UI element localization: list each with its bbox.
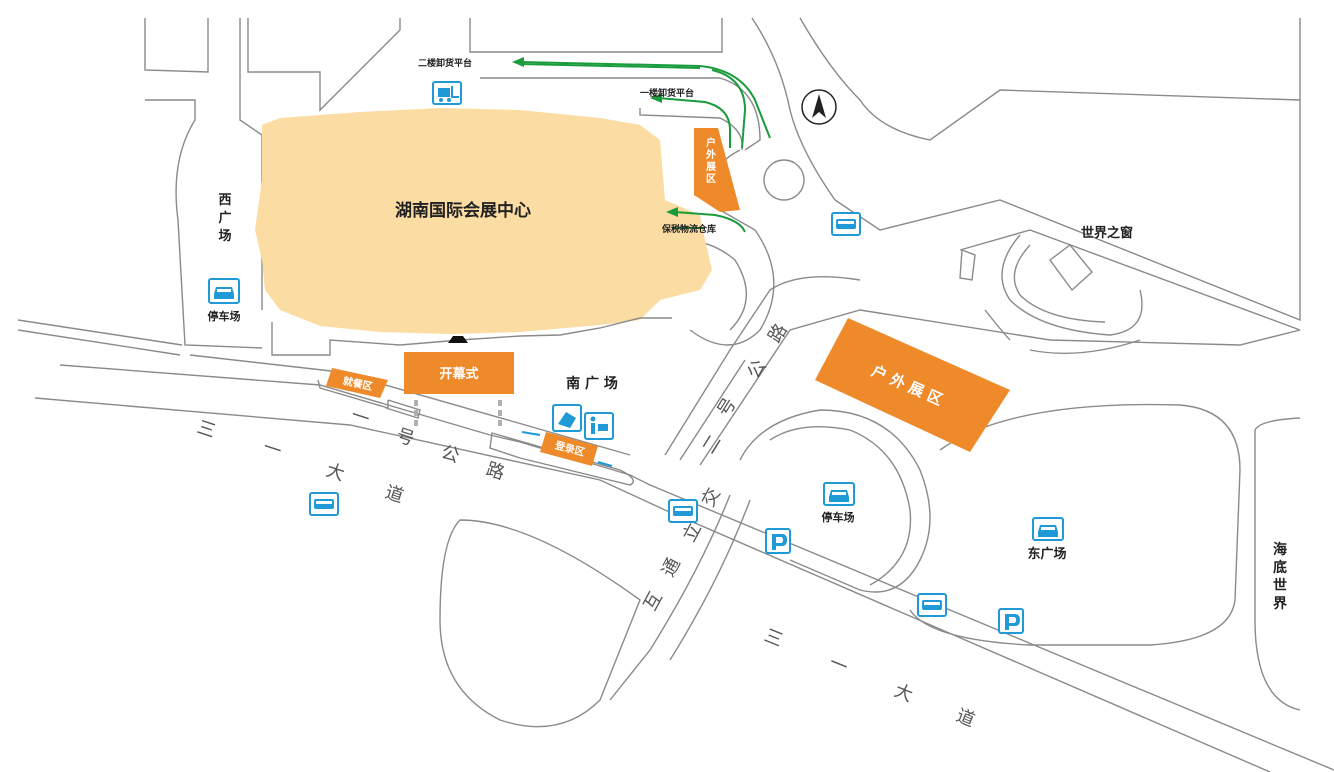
road-yihao: 一 号 公 路 (348, 405, 507, 485)
walkway-dots (414, 400, 502, 426)
interchange-char-3: 立 (679, 520, 706, 546)
outdoor-expo-small-char-3: 展 (706, 161, 716, 173)
bonded-warehouse: 保税物流仓库 (661, 223, 716, 235)
interchange-char-2: 通 (658, 555, 685, 581)
interchange-char-1: 互 (640, 589, 667, 615)
outdoor-expo-small-char-2: 外 (705, 148, 716, 161)
dining-zone[interactable]: 就餐区 (326, 368, 388, 398)
opening-ceremony-zone[interactable]: 开幕式 (404, 352, 514, 394)
parking-west-label: 停车场 (208, 309, 241, 323)
entrance-arrow-icon (448, 336, 468, 343)
haidi-world-char-1: 海 (1273, 541, 1287, 558)
sanyi-char-4: 道 (382, 482, 406, 508)
west-plaza-char-3: 场 (218, 229, 231, 244)
loading-platform-1f: 一楼卸货平台 (640, 87, 694, 99)
sanyi-east-char-2: 一 (826, 652, 851, 678)
forklift-icon[interactable] (432, 81, 462, 105)
service-icon[interactable] (552, 404, 582, 432)
south-plaza-label: 南 广 场 (566, 375, 618, 392)
north-arrow-icon (801, 89, 837, 125)
bus-icon[interactable] (831, 212, 861, 236)
outdoor-expo-large[interactable]: 户 外 展 区 (815, 318, 1010, 452)
outdoor-expo-small-char-4: 区 (706, 173, 716, 185)
information-icon[interactable] (584, 412, 614, 440)
bus-icon[interactable] (309, 492, 339, 516)
yihao-char-4: 路 (483, 459, 507, 485)
bus-icon[interactable] (917, 593, 947, 617)
bus-icon[interactable] (668, 499, 698, 523)
parking-south-label: 停车场 (822, 510, 855, 524)
haidi-world-char-4: 界 (1273, 596, 1288, 612)
loading-platform-2f: 二楼卸货平台 (418, 57, 472, 69)
erhao-char-2: 号 (713, 394, 740, 420)
loading-routes (519, 61, 771, 233)
west-plaza-char-2: 广 (218, 210, 231, 226)
parking-icon[interactable] (998, 608, 1024, 634)
sanyi-east-char-4: 道 (953, 705, 978, 731)
haidi-world-char-2: 底 (1273, 559, 1287, 576)
venue-name: 湖南国际会展中心 (395, 200, 531, 221)
sanyi-east-char-1: 三 (761, 625, 786, 651)
erhao-char-1: 二 (698, 431, 725, 457)
yihao-char-3: 公 (438, 442, 462, 468)
sanyi-east-char-3: 大 (891, 680, 916, 706)
registration-zone[interactable]: 登录区 (521, 431, 613, 467)
opening-ceremony-label: 开幕式 (439, 366, 478, 382)
yihao-char-2: 号 (393, 425, 417, 451)
car-icon[interactable] (823, 482, 855, 506)
road-sanyi-avenue-west: 三 一 大 道 (194, 417, 406, 508)
road-sanyi-avenue-east: 三 一 大 道 (761, 625, 978, 731)
car-icon[interactable] (1032, 517, 1064, 541)
loading-arrowheads (512, 57, 678, 217)
haidi-world-char-3: 世 (1273, 577, 1287, 594)
parking-icon[interactable] (765, 528, 791, 554)
sanyi-char-2: 一 (260, 437, 284, 463)
erhao-char-4: 路 (764, 320, 791, 346)
west-plaza-char-1: 西 (218, 193, 231, 208)
sanyi-char-3: 大 (323, 460, 347, 486)
outdoor-expo-small-char-1: 户 (705, 136, 716, 149)
yihao-char-1: 一 (348, 405, 372, 431)
outdoor-expo-small[interactable]: 户 外 展 区 (694, 128, 740, 212)
car-icon[interactable] (208, 278, 240, 304)
east-plaza-label: 东广场 (1027, 546, 1066, 562)
sanyi-char-1: 三 (194, 417, 218, 443)
window-of-world-label: 世界之窗 (1081, 225, 1133, 241)
erhao-char-3: 公 (743, 356, 770, 382)
exhibition-hall[interactable]: 湖南国际会展中心 (255, 108, 712, 356)
road-network (17, 17, 1334, 772)
